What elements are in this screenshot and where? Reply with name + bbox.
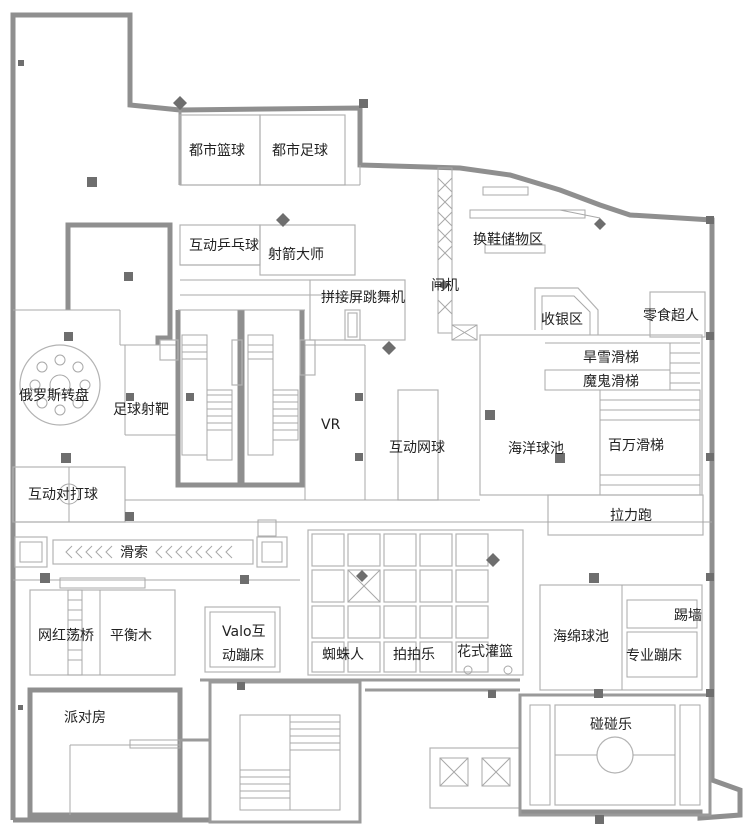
- label-pull-run: 拉力跑: [610, 508, 652, 524]
- label-football-target: 足球射靶: [113, 402, 169, 418]
- label-bumper: 碰碰乐: [590, 717, 632, 733]
- label-shoe-storage: 换鞋储物区: [473, 231, 543, 248]
- label-archery-master: 射箭大师: [268, 246, 324, 263]
- label-snack-market: 零食超人: [643, 307, 699, 324]
- zipline-track: [13, 519, 300, 581]
- vr-tennis-area: [304, 340, 439, 501]
- label-pro-trampoline: 专业蹦床: [626, 648, 682, 664]
- climbing-grid: [307, 529, 524, 676]
- label-vr: VR: [321, 417, 341, 433]
- shoe-storage-shelves: [469, 186, 601, 254]
- label-interactive-tennis: 互动网球: [389, 440, 445, 456]
- label-splice-dance: 拼接屏跳舞机: [321, 289, 405, 306]
- label-city-football: 都市足球: [272, 142, 328, 159]
- label-ghost-slide: 魔鬼滑梯: [583, 373, 639, 390]
- label-net-bridge: 网红荡桥: [38, 628, 94, 644]
- lower-stairwell: [200, 678, 520, 824]
- label-sponge-pool: 海绵球池: [553, 628, 609, 645]
- party-room-walls: [27, 687, 210, 818]
- label-fancy-dunk: 花式灌篮: [457, 644, 513, 660]
- label-zipline: 滑索: [120, 544, 148, 561]
- hitting-court: [12, 466, 712, 523]
- label-interactive-hitting: 互动对打球: [28, 486, 98, 503]
- label-valo-line2: 动蹦床: [222, 648, 264, 664]
- label-snow-slide: 旱雪滑梯: [583, 349, 639, 366]
- bridge-balance-area: [29, 577, 176, 676]
- structural-columns: [18, 60, 714, 824]
- label-cashier: 收银区: [541, 312, 583, 328]
- label-clap-fun: 拍拍乐: [393, 647, 435, 663]
- label-valo-line1: Valo互: [222, 624, 266, 640]
- label-wall-kick: 踢墙: [674, 608, 702, 624]
- cashier-snack-area: [534, 287, 706, 338]
- label-spiderman: 蜘蛛人: [322, 647, 364, 663]
- sponge-trampoline-area: [539, 584, 703, 691]
- label-balance-beam: 平衡木: [110, 628, 152, 644]
- label-gate: 闸机: [431, 278, 459, 294]
- slides-block: [479, 334, 704, 536]
- label-party-room: 派对房: [64, 710, 106, 726]
- valo-trampoline-frame: [204, 606, 281, 673]
- gate-structure: [437, 167, 478, 341]
- upper-left-rooms: [13, 222, 180, 436]
- stair-corridors: [159, 309, 316, 488]
- bumper-arena: [518, 693, 712, 817]
- label-interactive-table-tennis: 互动乒乓球: [189, 238, 259, 254]
- label-million-slide: 百万滑梯: [608, 437, 664, 454]
- sports-rooms: [179, 114, 406, 341]
- label-russian-turntable: 俄罗斯转盘: [19, 387, 89, 404]
- label-ocean-ball-pool: 海洋球池: [508, 441, 564, 457]
- room-labels: 都市篮球 都市足球 互动乒乓球 射箭大师 拼接屏跳舞机 闸机 换鞋储物区 收银区…: [19, 142, 702, 733]
- elevators: [429, 747, 521, 809]
- label-city-basketball: 都市篮球: [189, 142, 245, 159]
- russian-turntable-disc: [19, 344, 101, 426]
